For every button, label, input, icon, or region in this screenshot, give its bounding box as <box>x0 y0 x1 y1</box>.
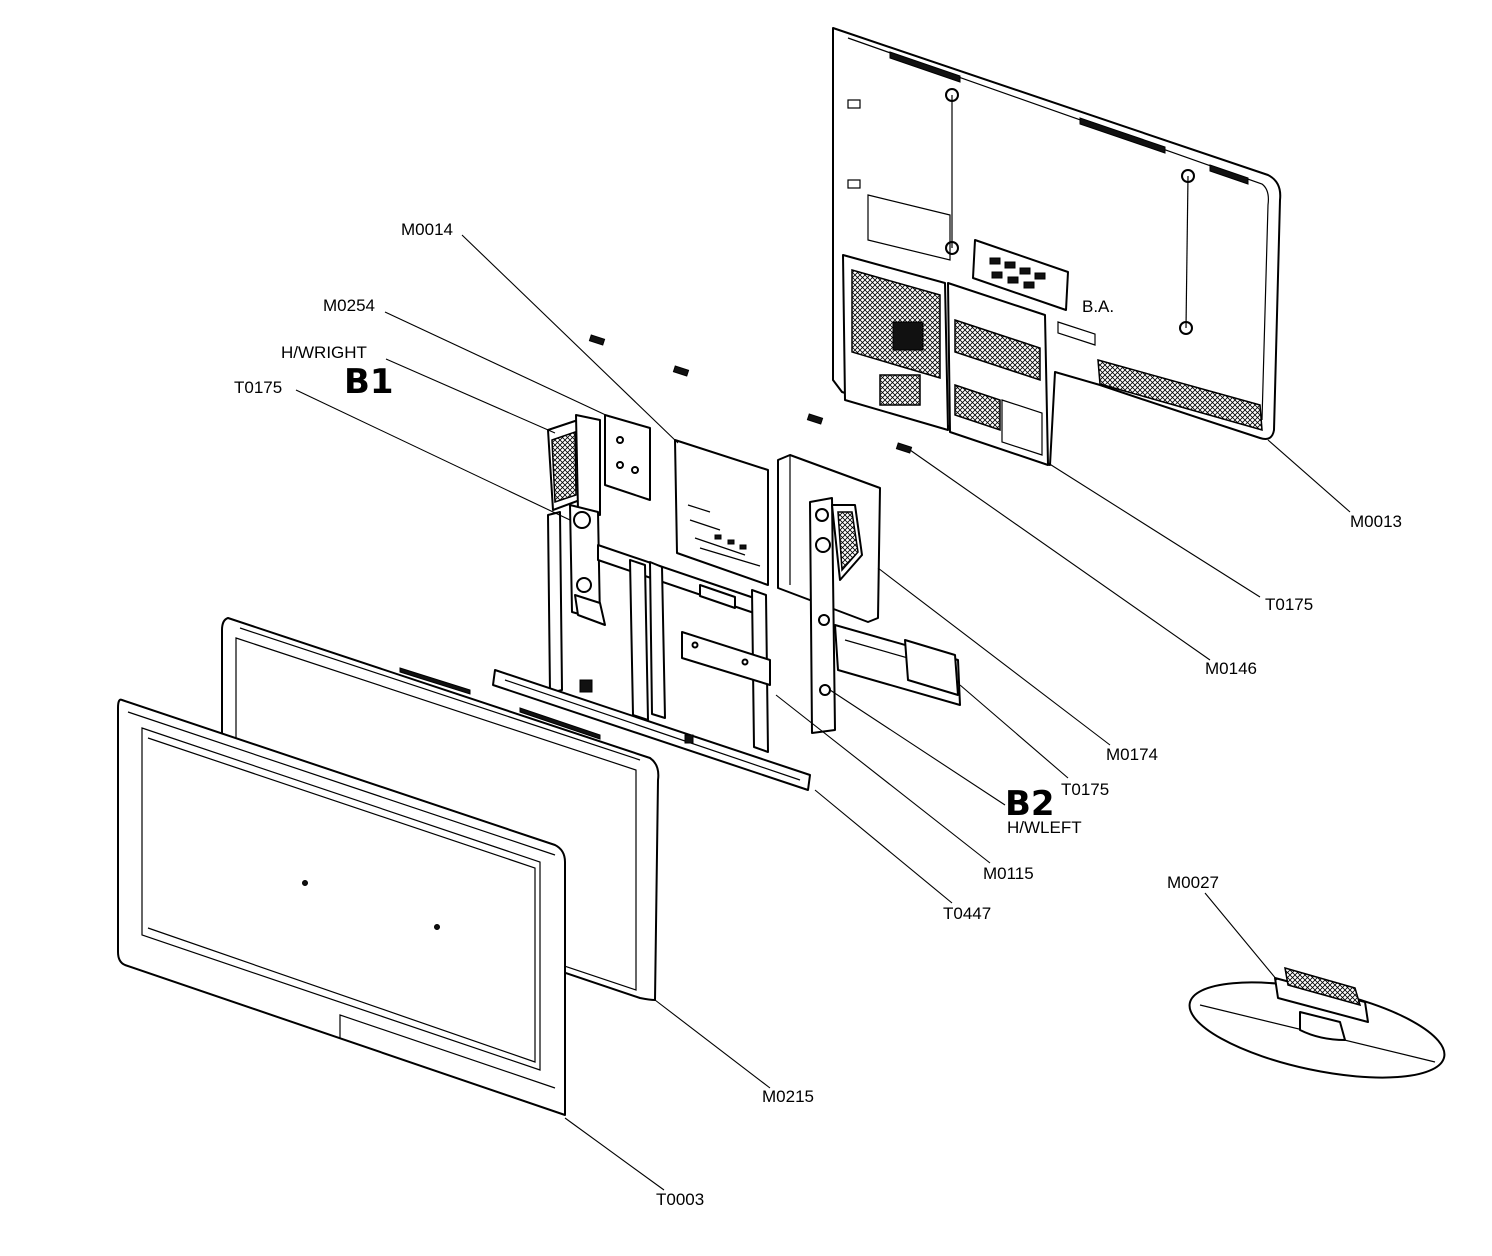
mount-screws <box>945 88 1195 335</box>
main-board <box>674 439 769 586</box>
label-t0175-left: T0175 <box>234 378 282 397</box>
wall-hinge-left <box>809 497 961 734</box>
wall-hinge-right <box>547 414 651 694</box>
chassis-frame <box>492 544 811 791</box>
label-t0175-back: T0175 <box>1265 595 1313 614</box>
label-m0115: M0115 <box>983 864 1034 883</box>
label-m0215: M0215 <box>762 1087 814 1106</box>
label-m0027: M0027 <box>1167 873 1219 892</box>
label-m0146: M0146 <box>1205 659 1257 678</box>
label-h-wright: H/WRIGHT <box>281 343 367 362</box>
label-t0003: T0003 <box>656 1190 704 1209</box>
control-panel <box>972 239 1069 311</box>
stand <box>1188 966 1446 1079</box>
back-cover: B.A. <box>832 27 1282 466</box>
label-b2: B2 <box>1005 784 1055 824</box>
back-cover-mark: B.A. <box>1082 297 1114 316</box>
label-m0013: M0013 <box>1350 512 1402 531</box>
label-b1: B1 <box>344 362 394 402</box>
label-m0014: M0014 <box>401 220 453 239</box>
label-m0254: M0254 <box>323 296 375 315</box>
label-m0174: M0174 <box>1106 745 1158 764</box>
back-cover-terminal-area <box>842 254 1263 466</box>
label-t0175-right: T0175 <box>1061 780 1109 799</box>
leader-lines <box>295 234 1351 1191</box>
front-bezel <box>117 698 566 1116</box>
part-labels: M0014 M0254 H/WRIGHT B1 T0175 M0013 T017… <box>234 220 1402 1209</box>
label-h-wleft: H/WLEFT <box>1007 818 1082 837</box>
label-t0447: T0447 <box>943 904 991 923</box>
